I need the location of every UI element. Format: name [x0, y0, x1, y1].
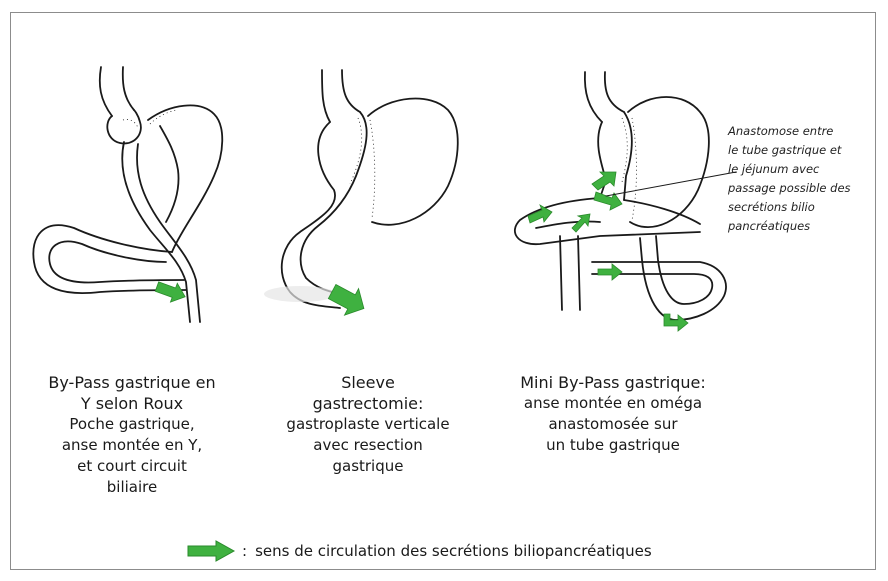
roux-desc-line-1: Poche gastrique, [28, 414, 236, 435]
annotation-line-6: pancréatiques [728, 217, 880, 236]
sleeve-desc-line-1: gastroplaste verticale [268, 414, 468, 435]
sleeve-desc-line-3: gastrique [268, 456, 468, 477]
roux-en-y-illustration [33, 67, 222, 322]
annotation-line-2: le tube gastrique et [728, 141, 880, 160]
roux-title-line-1: By-Pass gastrique en [28, 372, 236, 393]
mini-bypass-illustration [515, 72, 736, 331]
caption-roux: By-Pass gastrique en Y selon Roux Poche … [28, 372, 236, 498]
mini-desc-line-2: anastomosée sur [500, 414, 726, 435]
sleeve-title-line-2: gastrectomie: [268, 393, 468, 414]
mini-desc-line-3: un tube gastrique [500, 435, 726, 456]
roux-desc-line-3: et court circuit [28, 456, 236, 477]
caption-sleeve: Sleeve gastrectomie: gastroplaste vertic… [268, 372, 468, 477]
sleeve-title-line-1: Sleeve [268, 372, 468, 393]
legend-colon: : [242, 542, 247, 560]
legend-text: sens de circulation des secrétions bilio… [255, 542, 652, 560]
caption-mini-bypass: Mini By-Pass gastrique: anse montée en o… [500, 372, 726, 456]
roux-desc-line-4: biliaire [28, 477, 236, 498]
annotation-line-4: passage possible des [728, 179, 880, 198]
roux-title-line-2: Y selon Roux [28, 393, 236, 414]
annotation-line-3: le jéjunum avec [728, 160, 880, 179]
annotation-line-1: Anastomose entre [728, 122, 880, 141]
mini-desc-line-1: anse montée en oméga [500, 393, 726, 414]
sleeve-illustration [264, 70, 458, 322]
sleeve-desc-line-2: avec resection [268, 435, 468, 456]
roux-desc-line-2: anse montée en Y, [28, 435, 236, 456]
green-arrow-icon [186, 540, 236, 562]
legend: : sens de circulation des secrétions bil… [186, 540, 652, 562]
anastomosis-annotation: Anastomose entre le tube gastrique et le… [728, 122, 880, 236]
annotation-line-5: secrétions bilio [728, 198, 880, 217]
mini-title-line-1: Mini By-Pass gastrique: [500, 372, 726, 393]
